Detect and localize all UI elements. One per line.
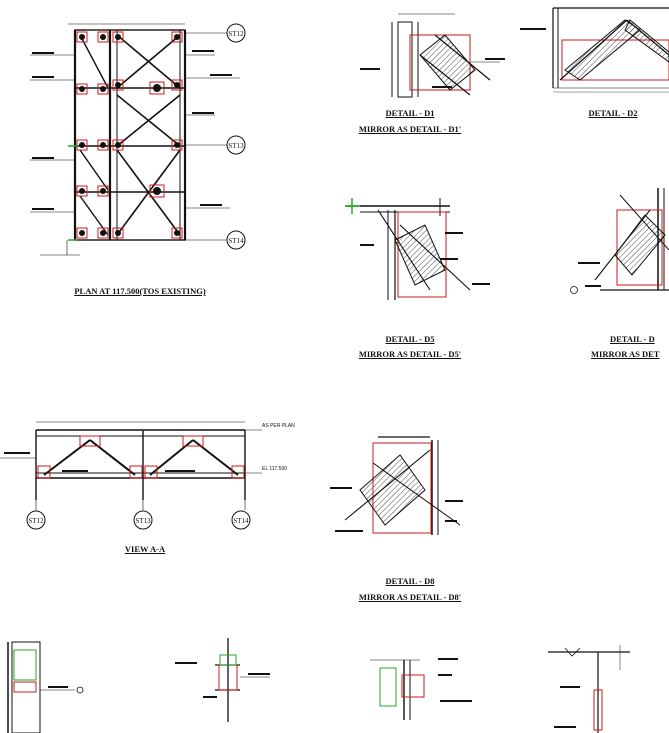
svg-text:ST13: ST13 [135, 517, 151, 525]
view-grid-bubble-st14: ST14 [231, 510, 251, 530]
svg-text:ST12: ST12 [28, 517, 44, 525]
view-aa-title: VIEW A-A [124, 544, 166, 554]
detail-d1-title: DETAIL - D1 [385, 108, 435, 118]
plan-grid-bubble-st14: ST14 [185, 230, 246, 250]
detail-d5-drawing [345, 198, 490, 300]
bottom-detail-4-drawing [548, 645, 630, 733]
detail-d-partial-mirror: MIRROR AS DET [591, 349, 660, 359]
view-grid-bubble-st12: ST12 [26, 510, 46, 530]
bottom-detail-3-drawing [370, 658, 472, 720]
view-grid-bubble-st13: ST13 [133, 510, 153, 530]
detail-d1-drawing [360, 13, 505, 98]
detail-d1-mirror: MIRROR AS DETAIL - D1' [358, 124, 462, 134]
svg-text:ST14: ST14 [233, 517, 249, 525]
bottom-detail-1-drawing [7, 641, 84, 733]
plan-drawing [30, 23, 240, 256]
svg-text:ST14: ST14 [228, 237, 244, 245]
detail-d-partial-drawing [570, 188, 669, 294]
detail-d2-title: DETAIL - D2 [588, 108, 638, 118]
detail-d2-drawing [520, 7, 669, 93]
level-tag: EL 117.500 [262, 466, 287, 472]
plan-grid-bubble-st12: ST12 [185, 23, 246, 43]
detail-d8-title: DETAIL - D8 [385, 576, 435, 586]
view-aa-drawing [0, 421, 262, 510]
plan-title: PLAN AT 117.500(TOS EXISTING) [74, 286, 206, 296]
svg-text:ST13: ST13 [228, 142, 244, 150]
detail-d8-mirror: MIRROR AS DETAIL - D8' [358, 592, 462, 602]
detail-d5-mirror: MIRROR AS DETAIL - D5' [358, 349, 462, 359]
svg-text:ST12: ST12 [228, 30, 244, 38]
detail-d5-title: DETAIL - D5 [385, 334, 435, 344]
as-per-plan-tag: AS PER PLAN [262, 423, 295, 429]
detail-d-partial-title: DETAIL - D [610, 334, 655, 344]
bottom-detail-2-drawing [175, 638, 270, 722]
plan-grid-bubble-st13: ST13 [185, 135, 246, 155]
detail-d8-drawing [330, 436, 463, 535]
